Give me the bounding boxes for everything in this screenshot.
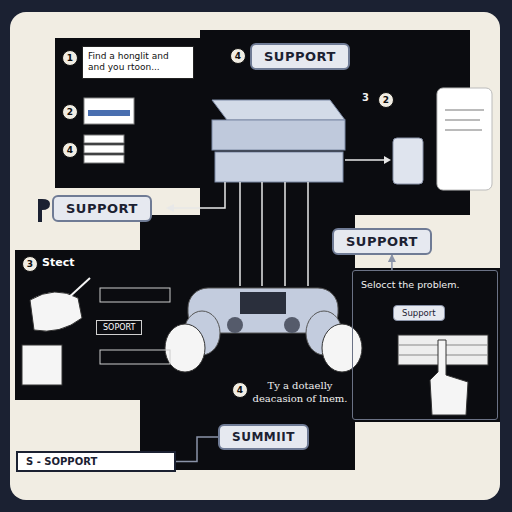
dark-region: [15, 250, 190, 400]
stack-icon: [84, 135, 124, 143]
stack-icon: [84, 155, 124, 163]
touchpad: [240, 292, 286, 314]
node-text: S - SOPPORT: [26, 456, 166, 467]
phone-line: [445, 120, 480, 121]
support-pill: SUPPORT: [332, 228, 432, 255]
callout-number: 4: [230, 48, 246, 64]
hand: [165, 324, 205, 372]
button-outline: [100, 288, 170, 302]
wire: [307, 182, 309, 286]
menu-button: SOPORT: [96, 320, 142, 335]
support-box: Support: [393, 305, 445, 321]
wire: [345, 159, 386, 161]
small-phone: [393, 138, 423, 184]
node-text: Find a honglit and and you rtoon...: [88, 51, 188, 74]
dark-region: [350, 268, 500, 422]
step-note: Ty a dotaelly deacasion of lnem.: [250, 380, 350, 405]
wire-arrowhead: [166, 204, 174, 212]
stick: [284, 317, 300, 333]
wire: [172, 182, 225, 208]
support-bar: S - SOPPORT: [16, 451, 176, 472]
callout-number: 4: [62, 142, 78, 158]
wire: [261, 182, 263, 286]
node-text: SUPPORT: [66, 201, 138, 216]
wire: [239, 182, 241, 286]
connector: [391, 255, 393, 270]
phone: [437, 88, 492, 190]
callout-number: 3: [22, 256, 38, 272]
node-text: SUPPORT: [264, 49, 336, 64]
phone-line: [445, 110, 484, 111]
window-icon: [84, 98, 134, 124]
node-text: SOPORT: [103, 323, 135, 332]
stack-icon: [84, 145, 124, 153]
wire: [284, 182, 286, 286]
pointing-hand: [430, 340, 468, 415]
callout-number: 1: [62, 50, 78, 66]
submit-pill: SUMMIIT: [218, 424, 309, 450]
step-heading: Stect: [42, 256, 74, 269]
problem-panel: Selocct the problem. Support: [352, 270, 498, 420]
cream-panel: [10, 12, 500, 500]
callout-number: 2: [62, 104, 78, 120]
step-card: Find a honglit and and you rtoon...: [82, 46, 194, 79]
callout-number: 2: [378, 92, 394, 108]
callout-number: 4: [232, 382, 248, 398]
dark-region: [55, 38, 201, 188]
connector: [176, 437, 218, 462]
node-text: Support: [402, 308, 436, 318]
ps-logo: [38, 199, 50, 222]
phone-line: [445, 130, 482, 131]
support-pill: SUPPORT: [250, 43, 350, 70]
sleeve: [22, 345, 62, 385]
hand: [322, 324, 362, 372]
node-text: SUMMIIT: [232, 430, 295, 444]
stick: [227, 317, 243, 333]
console-body: [212, 120, 345, 150]
hand-with-pen: [30, 292, 82, 331]
console-top: [212, 100, 345, 120]
wire-arrowhead: [384, 156, 391, 164]
pen: [66, 278, 90, 300]
support-pill: SUPPORT: [52, 195, 152, 222]
node-text: Selocct the problem.: [361, 279, 489, 290]
button-outline: [100, 350, 170, 364]
window-bar: [88, 110, 130, 116]
node-text: SUPPORT: [346, 234, 418, 249]
console-base: [215, 152, 343, 182]
callout-number: 3: [362, 92, 369, 103]
